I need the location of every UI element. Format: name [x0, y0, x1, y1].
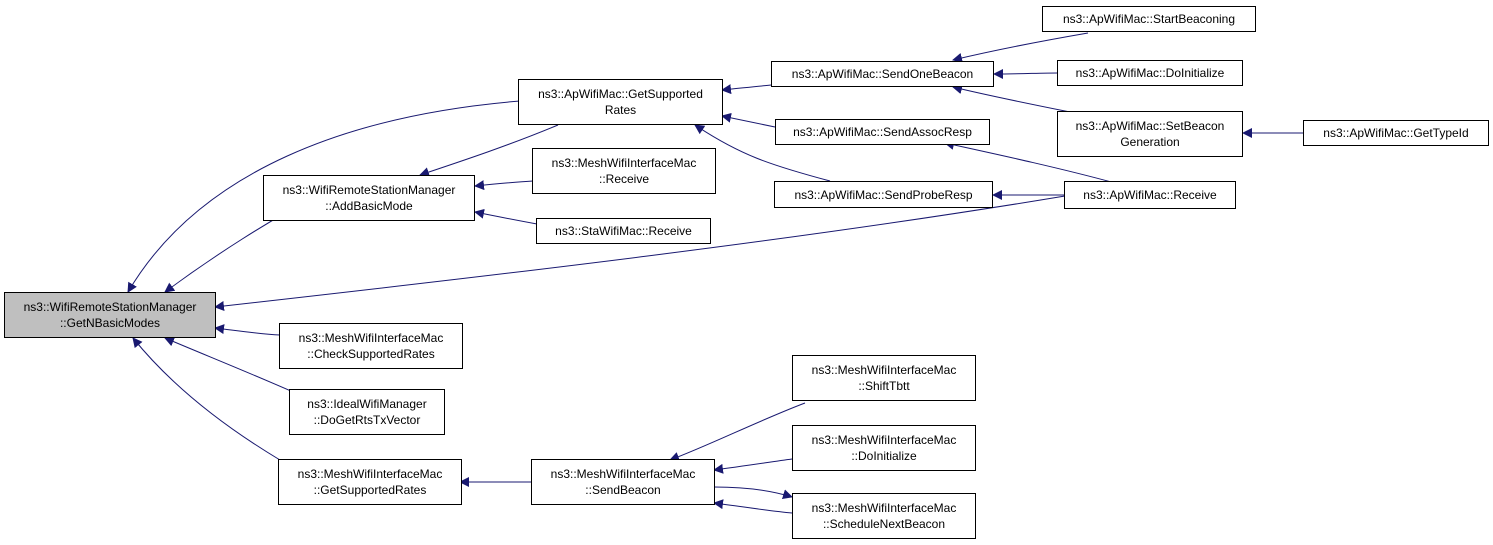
- node-label-line1: ns3::ApWifiMac::GetSupported: [538, 87, 703, 101]
- node-label-line1: ns3::ApWifiMac::SendAssocResp: [793, 125, 972, 139]
- node-label-line1: ns3::MeshWifiInterfaceMac: [550, 467, 696, 481]
- node-ideal-do-get-rts-tx-vector[interactable]: ns3::IdealWifiManager ::DoGetRtsTxVector: [289, 389, 445, 435]
- node-ap-get-supported-rates[interactable]: ns3::ApWifiMac::GetSupported Rates: [518, 79, 723, 125]
- edge-ap-do-initialize-to-ap-send-one-beacon: [993, 68, 1059, 79]
- node-label-line1: ns3::WifiRemoteStationManager: [282, 183, 456, 197]
- node-label-line1: ns3::ApWifiMac::SendProbeResp: [794, 187, 973, 202]
- edge-mesh-send-beacon-to-mesh-schedule-next-beacon: [713, 486, 793, 500]
- edge-sta-receive-to-add-basic-mode: [474, 208, 538, 225]
- node-label-line2: ::ScheduleNextBeacon: [822, 517, 946, 531]
- node-ap-receive[interactable]: ns3::ApWifiMac::Receive: [1064, 181, 1236, 209]
- node-root-get-n-basic-modes[interactable]: ns3::WifiRemoteStationManager ::GetNBasi…: [4, 292, 216, 338]
- edge-mesh-do-initialize-to-mesh-send-beacon: [713, 458, 793, 474]
- node-label-line1: ns3::ApWifiMac::StartBeaconing: [1062, 12, 1236, 26]
- node-label-line2: ::GetNBasicModes: [59, 316, 161, 330]
- node-ap-start-beaconing[interactable]: ns3::ApWifiMac::StartBeaconing: [1042, 6, 1256, 32]
- node-label-line2: Generation: [1120, 135, 1180, 149]
- node-ap-send-assoc-resp[interactable]: ns3::ApWifiMac::SendAssocResp: [775, 119, 990, 145]
- node-label-line1: ns3::MeshWifiInterfaceMac: [811, 363, 957, 377]
- node-label-line1: ns3::ApWifiMac::GetTypeId: [1323, 126, 1469, 140]
- edge-ap-send-assoc-resp-to-ap-get-supported-rates: [721, 112, 776, 128]
- node-mesh-get-supported-rates[interactable]: ns3::MeshWifiInterfaceMac ::GetSupported…: [278, 459, 462, 505]
- node-mesh-schedule-next-beacon[interactable]: ns3::MeshWifiInterfaceMac ::ScheduleNext…: [792, 493, 976, 539]
- node-ap-do-initialize[interactable]: ns3::ApWifiMac::DoInitialize: [1057, 60, 1243, 86]
- node-label-line1: ns3::StaWifiMac::Receive: [555, 224, 692, 238]
- edge-ideal-do-get-rts-tx-vector-to-root: [164, 336, 301, 396]
- edge-ap-receive-to-ap-send-assoc-resp: [944, 140, 1116, 184]
- node-label-line2: Rates: [604, 103, 637, 117]
- edge-ap-send-one-beacon-to-ap-get-supported-rates: [721, 84, 773, 95]
- node-label-line1: ns3::ApWifiMac::DoInitialize: [1075, 66, 1225, 80]
- node-mesh-send-beacon[interactable]: ns3::MeshWifiInterfaceMac ::SendBeacon: [531, 459, 715, 505]
- node-label-line2: ::AddBasicMode: [325, 199, 413, 213]
- node-label-line1: ns3::MeshWifiInterfaceMac: [811, 501, 957, 515]
- edge-mesh-get-supported-rates-to-root: [132, 337, 281, 461]
- node-mesh-check-supported-rates[interactable]: ns3::MeshWifiInterfaceMac ::CheckSupport…: [279, 323, 463, 369]
- edge-ap-set-beacon-generation-to-ap-send-one-beacon: [952, 84, 1071, 113]
- node-label-line1: ns3::IdealWifiManager: [307, 397, 427, 411]
- node-ap-get-type-id[interactable]: ns3::ApWifiMac::GetTypeId: [1303, 120, 1489, 146]
- node-label-line1: ns3::MeshWifiInterfaceMac: [298, 331, 444, 345]
- edge-ap-get-supported-rates-to-add-basic-mode: [419, 124, 559, 177]
- node-label-line2: ::DoInitialize: [851, 449, 917, 463]
- node-label-line1: ns3::MeshWifiInterfaceMac: [811, 433, 957, 447]
- node-mesh-receive[interactable]: ns3::MeshWifiInterfaceMac ::Receive: [532, 148, 716, 194]
- node-label-line1: ns3::ApWifiMac::SendOneBeacon: [791, 67, 974, 81]
- node-label-line1: ns3::MeshWifiInterfaceMac: [297, 467, 443, 481]
- node-label-line2: ::GetSupportedRates: [313, 483, 427, 497]
- edge-mesh-receive-to-add-basic-mode: [474, 180, 534, 191]
- edge-ap-receive-to-root: [214, 195, 1066, 311]
- edge-mesh-check-supported-rates-to-root: [214, 324, 281, 336]
- edge-mesh-shift-tbtt-to-mesh-send-beacon: [669, 402, 806, 462]
- node-label-line2: ::CheckSupportedRates: [307, 347, 435, 361]
- node-label-line1: ns3::ApWifiMac::Receive: [1083, 188, 1217, 202]
- edge-ap-send-probe-resp-to-ap-get-supported-rates: [694, 124, 831, 182]
- node-label-line2: ::SendBeacon: [585, 483, 661, 497]
- edge-ap-get-supported-rates-to-root: [127, 100, 521, 293]
- edge-ap-start-beaconing-to-ap-send-one-beacon: [952, 32, 1089, 63]
- edge-mesh-schedule-next-beacon-to-mesh-send-beacon: [713, 499, 793, 514]
- node-add-basic-mode[interactable]: ns3::WifiRemoteStationManager ::AddBasic…: [263, 175, 475, 221]
- node-label-line2: ::ShiftTbtt: [858, 379, 910, 393]
- node-mesh-shift-tbtt[interactable]: ns3::MeshWifiInterfaceMac ::ShiftTbtt: [792, 355, 976, 401]
- node-label-line1: ns3::ApWifiMac::SetBeacon: [1075, 119, 1225, 133]
- node-label-line2: ::DoGetRtsTxVector: [313, 413, 421, 427]
- node-label-line2: ::Receive: [598, 172, 650, 186]
- node-ap-send-probe-resp[interactable]: ns3::ApWifiMac::SendProbeResp: [774, 181, 993, 208]
- node-label-line1: ns3::WifiRemoteStationManager: [23, 300, 197, 314]
- node-sta-receive[interactable]: ns3::StaWifiMac::Receive: [536, 218, 711, 244]
- node-mesh-do-initialize[interactable]: ns3::MeshWifiInterfaceMac ::DoInitialize: [792, 425, 976, 471]
- node-label-line1: ns3::MeshWifiInterfaceMac: [551, 156, 697, 170]
- node-ap-set-beacon-generation[interactable]: ns3::ApWifiMac::SetBeacon Generation: [1057, 111, 1243, 157]
- node-ap-send-one-beacon[interactable]: ns3::ApWifiMac::SendOneBeacon: [771, 61, 994, 87]
